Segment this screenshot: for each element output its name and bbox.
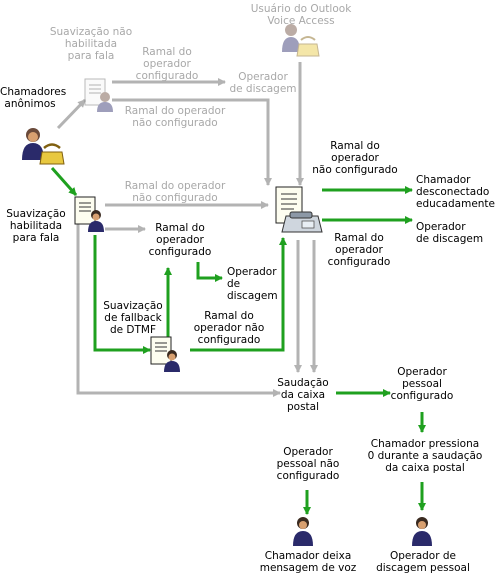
label-anonymous-callers: Chamadores anônimos [0, 86, 67, 110]
label-caller-presses-zero: Chamador pressiona 0 durante a saudação … [367, 438, 483, 474]
label-dial-operator-mid: Operador de discagem [227, 266, 278, 302]
label-speech-enabled: Suavização habilitada para fala [6, 208, 66, 244]
label-caller-leaves-voicemail: Chamador deixa mensagem de voz [259, 550, 357, 574]
label-voicemail-greeting: Saudação da caixa postal [277, 377, 329, 413]
label-dtmf-fallback: Suavização de fallback de DTMF [103, 300, 163, 336]
label-personal-operator-not-configured: Operador pessoal não configurado [276, 446, 340, 482]
label-dial-operator-right: Operador de discagem [416, 221, 484, 245]
arrow-dtmf-to-menu [190, 237, 287, 352]
label-operator-ext-configured-gray: Ramal do operador configurado [135, 46, 199, 82]
label-operator-ext-configured-right: Ramal do operador configurado [327, 232, 391, 268]
label-personal-operator-configured: Operador pessoal configurado [390, 366, 454, 402]
dtmf-doc-user-icon [150, 336, 180, 372]
label-dial-operator-gray: Operador de discagem [229, 71, 297, 95]
label-speech-disabled: Suavização não habilitada para fala [49, 26, 133, 62]
menu-document-phone-icon [275, 186, 323, 233]
speech-disabled-doc-user-icon [84, 78, 113, 112]
label-operator-ext-configured-mid: Ramal do operador configurado [148, 222, 212, 258]
arrow-speech-disabled-to-menu [112, 98, 272, 186]
voicemail-user-icon [293, 517, 313, 546]
outlook-user-phone-icon [282, 24, 320, 57]
arrow-config-to-dial-operator [196, 262, 223, 282]
label-operator-ext-not-configured-gray-2: Ramal do operador não configurado [124, 180, 226, 204]
arrow-anon-to-speech-disabled [56, 98, 87, 130]
arrow-anon-to-speech-enabled [50, 167, 78, 196]
arrow-left-down-to-greeting [76, 222, 281, 397]
anonymous-caller-phone-icon [22, 128, 65, 165]
label-personal-dial-operator: Operador de discagem pessoal [376, 550, 470, 574]
label-outlook-voice-access: Usuário do Outlook Voice Access [250, 3, 352, 27]
label-caller-disconnected: Chamador desconectado educadamente [416, 174, 496, 210]
personal-operator-user-icon [412, 517, 432, 546]
label-operator-ext-not-configured-mid: Ramal do operador não configurado [193, 310, 265, 346]
arrow-speech-enabled-to-dtmf [93, 235, 151, 354]
gray-connectors [56, 62, 318, 397]
label-operator-ext-not-configured-gray-1: Ramal do operador não configurado [124, 105, 226, 129]
green-connectors [50, 167, 426, 515]
speech-enabled-doc-user-icon [74, 196, 104, 232]
label-operator-ext-not-configured-right: Ramal do operador não configurado [312, 140, 398, 176]
